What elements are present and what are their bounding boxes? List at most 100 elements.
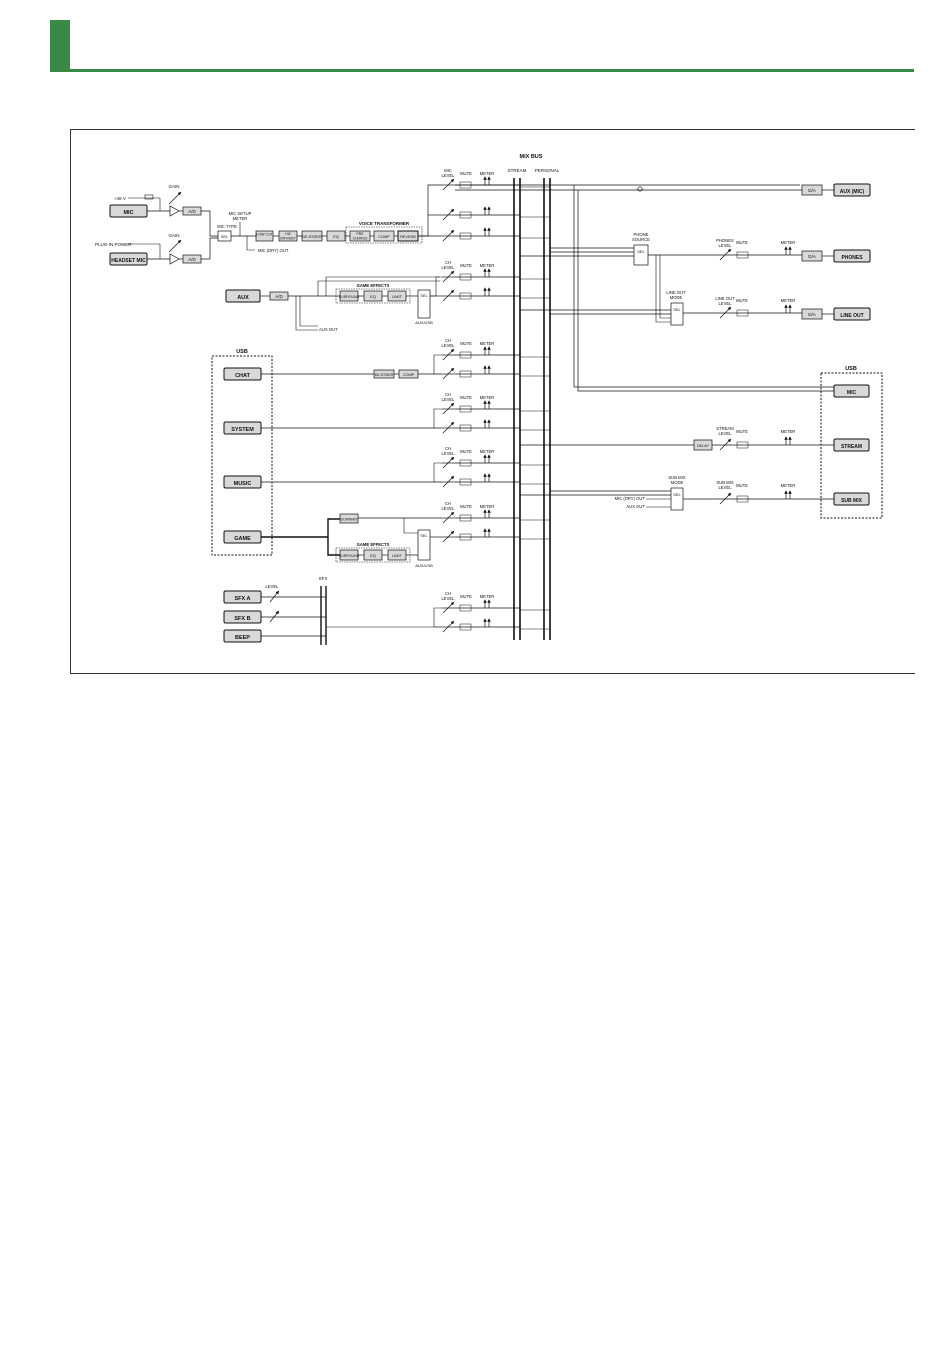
mic-lane-3-mute-switch	[459, 232, 472, 240]
music-level-label-2: LEVEL	[441, 451, 455, 456]
line-out-mute-label: MUTE	[736, 298, 748, 303]
stream-mute-label: MUTE	[736, 429, 748, 434]
svg-text:REVERB: REVERB	[400, 235, 416, 239]
aux-out-label: AUX OUT	[319, 327, 338, 332]
aux-input-label: AUX	[237, 295, 249, 301]
game-mute-label: MUTE	[460, 504, 472, 509]
line-out-level-knob-icon	[719, 306, 732, 319]
sub-mix-mode-label-2: MODE	[671, 480, 684, 485]
sfx-b-input-label: SFX B	[234, 616, 250, 622]
game-meter-label: METER	[480, 504, 495, 509]
sfx-bus-label: SFX	[319, 576, 328, 581]
line-out-level-label-1: LINE OUT	[715, 296, 735, 301]
system-meter-label: METER	[480, 395, 495, 400]
svg-text:SURROUND: SURROUND	[339, 295, 360, 299]
usb-mic-output-label: MIC	[847, 390, 857, 396]
beep-input-label: BEEP	[235, 635, 250, 641]
sub-mix-meter-label: METER	[781, 483, 796, 488]
svg-text:DE-ESSER: DE-ESSER	[302, 235, 322, 239]
svg-text:D/A: D/A	[808, 254, 816, 259]
svg-text:EQ: EQ	[333, 234, 339, 239]
line-out-output-label: LINE OUT	[840, 313, 863, 319]
game-level-label-2: LEVEL	[441, 506, 455, 511]
aux-lane-2-mute-switch	[459, 292, 472, 300]
svg-text:PRE: PRE	[357, 232, 365, 236]
svg-text:DE-ESSER: DE-ESSER	[375, 373, 394, 377]
sfx-level-label-2: LEVEL	[441, 596, 455, 601]
phones-level-knob-icon	[719, 248, 732, 261]
aux-mute-label: MUTE	[460, 263, 472, 268]
aux-mic-mix-node	[637, 186, 643, 192]
chat-lane-1-mute-switch	[459, 351, 472, 359]
usb-input-group: USB CHAT DE-ESSER COMP SYSTEM MUSIC GAME	[211, 349, 442, 556]
sfx-lane-1-mute-switch	[459, 604, 472, 612]
system-lane-2-mute-switch	[459, 424, 472, 432]
line-out-mode-sel	[670, 302, 684, 326]
aux-game-effects-label: GAME EFFECTS	[357, 283, 390, 288]
chat-meter-label: METER	[480, 341, 495, 346]
sub-mix-mode-label-1: SUB MIX	[668, 475, 685, 480]
section-header-tab	[50, 20, 70, 71]
system-lane-1-mute-switch	[459, 405, 472, 413]
mic-lane-1-fader-knob-icon	[442, 178, 455, 191]
mic-meter-label: METER	[480, 171, 495, 176]
svg-text:DELAY: DELAY	[697, 444, 710, 448]
line-out-output-block	[833, 307, 871, 321]
mic-input-label: MIC	[123, 210, 133, 216]
sub-mix-level-label-2: LEVEL	[718, 485, 732, 490]
music-lane-2-mute-switch	[459, 478, 472, 486]
sfx-section: LEVEL SFX SFX A SFX B BEEP	[223, 576, 442, 645]
mic-input-section: +48 V MIC GAIN A/D PLUG-IN POWER HEADSET…	[95, 184, 442, 266]
game-downmix-block	[339, 513, 359, 524]
sfx-a-level-knob-icon	[269, 590, 280, 603]
sfx-level-label-1: CH	[445, 591, 451, 596]
svg-text:HIZ: HIZ	[285, 232, 290, 236]
sfx-lane-1-fader-knob-icon	[442, 601, 455, 614]
output-section: D/A AUX (MIC) PHONE SOURCE SEL PHONES LE…	[455, 183, 883, 519]
svg-text:D/A: D/A	[808, 312, 816, 317]
chat-lane-2-fader-knob-icon	[442, 367, 455, 380]
svg-text:D/A: D/A	[808, 188, 816, 193]
headset-preamp	[169, 253, 180, 265]
sub-mix-mute-label: MUTE	[736, 483, 748, 488]
phones-meter-label: METER	[781, 240, 796, 245]
svg-text:A/D: A/D	[188, 257, 196, 262]
system-lane-1-fader-knob-icon	[442, 402, 455, 415]
line-out-level-label-2: LEVEL	[718, 301, 732, 306]
sfx-mute-label: MUTE	[460, 594, 472, 599]
mic-dry-out-label: MIC (DRY) OUT	[258, 248, 289, 253]
diagram-frame	[70, 129, 915, 674]
sfx-level-label: LEVEL	[265, 584, 279, 589]
system-input-label: SYSTEM	[231, 427, 254, 433]
line-out-meter-label: METER	[781, 298, 796, 303]
svg-text:EQ: EQ	[370, 294, 376, 299]
line-out-mute-switch	[736, 309, 749, 317]
music-lane-1-fader-knob-icon	[442, 456, 455, 469]
sub-mix-mute-switch	[736, 495, 749, 503]
music-meter-label: METER	[480, 449, 495, 454]
system-level-label-2: LEVEL	[441, 397, 455, 402]
plugin-power-label: PLUG-IN POWER	[95, 242, 132, 247]
game-path-section: DOWNMIX GAME EFFECTS SURROUND EQ LIMIT S…	[261, 513, 442, 568]
stream-mute-switch	[736, 441, 749, 449]
line-out-mode-label-1: LINE OUT	[666, 290, 686, 295]
chat-level-label-2: LEVEL	[441, 343, 455, 348]
personal-bus-label: PERSONAL	[535, 168, 560, 173]
usb-stream-output-block	[833, 438, 870, 452]
svg-text:SURROUND: SURROUND	[339, 554, 360, 558]
game-aux-usb-label: AUX/USB	[415, 563, 433, 568]
usb-output-label: USB	[845, 366, 857, 372]
svg-text:SEL: SEL	[420, 534, 427, 538]
mic-gain-knob-icon	[168, 191, 182, 205]
usb-sub-mix-output-block	[833, 492, 870, 506]
usb-output-frame	[820, 372, 883, 519]
aux-level-label-2: LEVEL	[441, 265, 455, 270]
stream-level-knob-icon	[719, 438, 732, 451]
svg-text:LOW CUT: LOW CUT	[256, 233, 273, 237]
chat-input-label: CHAT	[235, 373, 251, 379]
phone-source-label-2: SOURCE	[632, 237, 650, 242]
game-aux-usb-sel	[417, 529, 431, 561]
svg-text:LIMIT: LIMIT	[392, 295, 402, 299]
